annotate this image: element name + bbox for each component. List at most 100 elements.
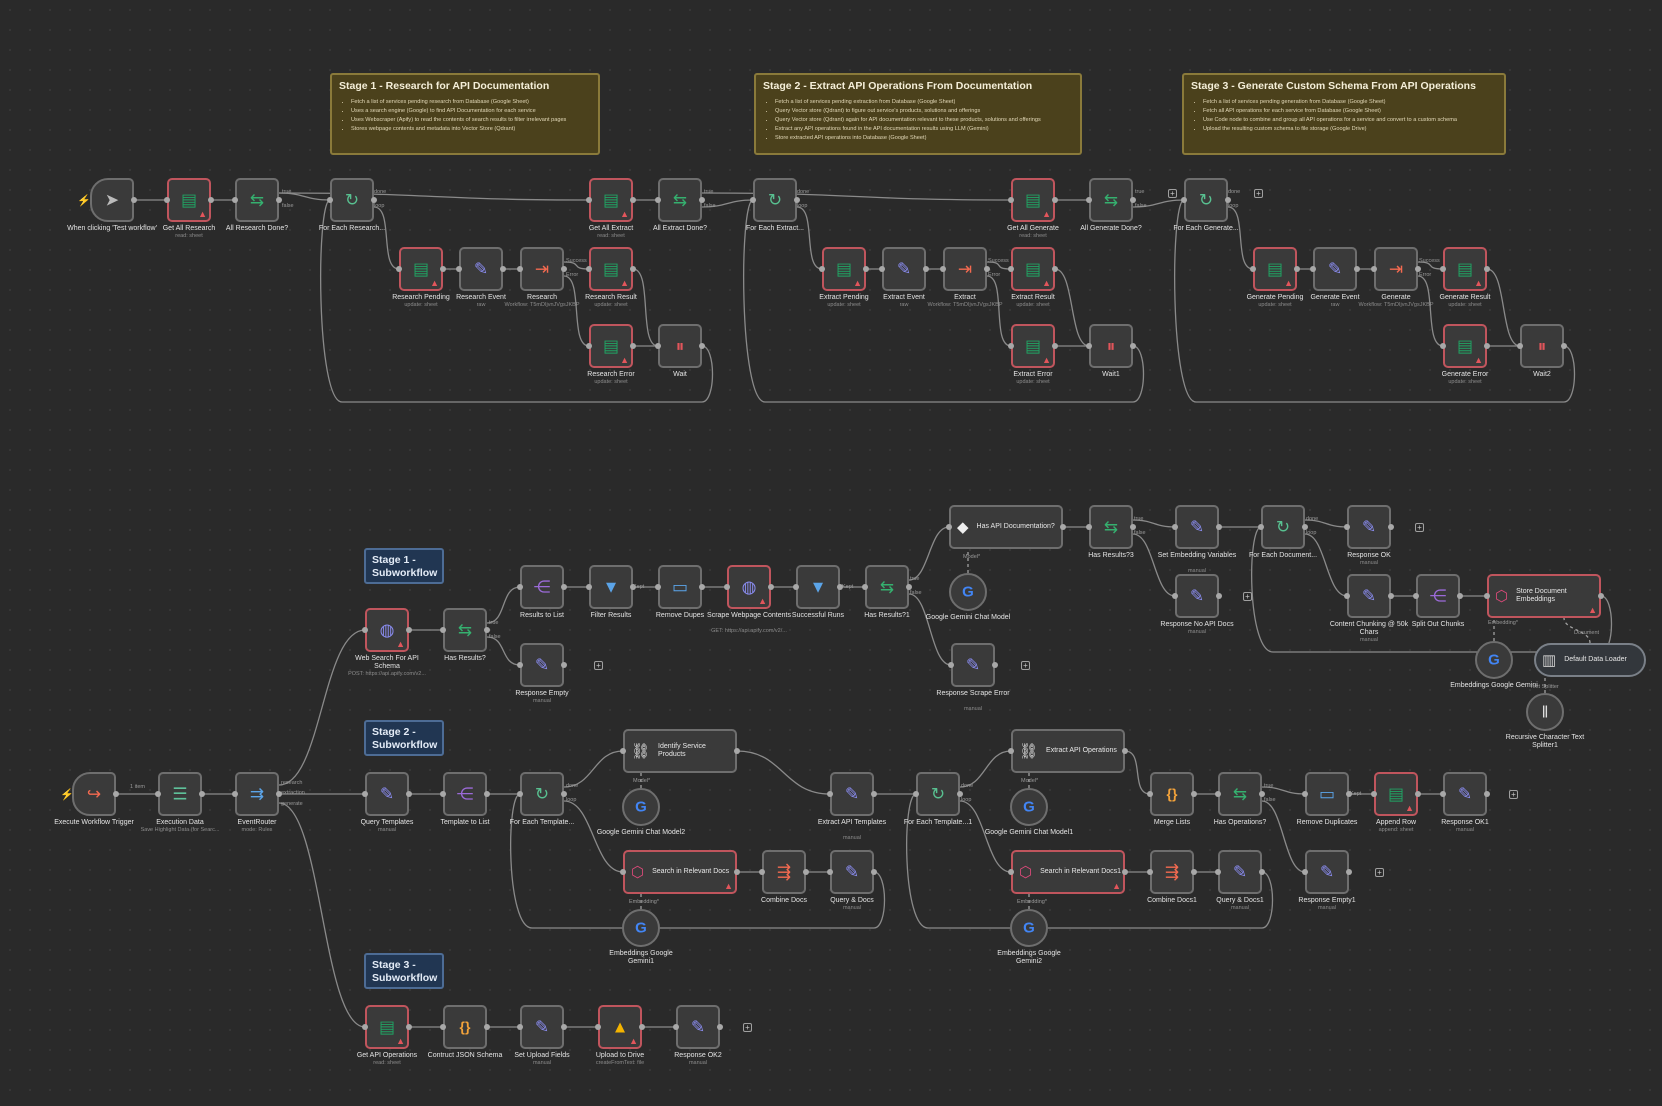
output-port[interactable] bbox=[484, 1024, 490, 1030]
input-port[interactable] bbox=[586, 343, 592, 349]
input-port[interactable] bbox=[750, 197, 756, 203]
node-google-gemini-chat-model2[interactable]: G bbox=[622, 788, 660, 826]
output-port[interactable] bbox=[1216, 524, 1222, 530]
output-port[interactable] bbox=[199, 791, 205, 797]
output-port[interactable] bbox=[371, 197, 377, 203]
node-generate-event[interactable]: ✎ bbox=[1313, 247, 1357, 291]
node-set-embedding-variables[interactable]: ✎ bbox=[1175, 505, 1219, 549]
node-all-research-done[interactable]: ⇆ bbox=[235, 178, 279, 222]
input-port[interactable] bbox=[1517, 343, 1523, 349]
node-response-ok1[interactable]: ✎ bbox=[1443, 772, 1487, 816]
output-port[interactable] bbox=[131, 197, 137, 203]
input-port[interactable] bbox=[440, 1024, 446, 1030]
input-port[interactable] bbox=[793, 584, 799, 590]
add-node-button[interactable]: + bbox=[1243, 592, 1252, 601]
node-filter-results[interactable]: ▼ bbox=[589, 565, 633, 609]
input-port[interactable] bbox=[1440, 791, 1446, 797]
output-port[interactable] bbox=[1122, 869, 1128, 875]
input-port[interactable] bbox=[1440, 266, 1446, 272]
output-port[interactable] bbox=[1294, 266, 1300, 272]
node-response-ok[interactable]: ✎ bbox=[1347, 505, 1391, 549]
node-has-operations[interactable]: ⇆ bbox=[1218, 772, 1262, 816]
output-port[interactable] bbox=[630, 266, 636, 272]
input-port[interactable] bbox=[1008, 197, 1014, 203]
node-scrape-webpage-contents[interactable]: ◍▲ bbox=[727, 565, 771, 609]
input-port[interactable] bbox=[456, 266, 462, 272]
output-port[interactable] bbox=[630, 343, 636, 349]
node-for-each-template[interactable]: ↻ bbox=[520, 772, 564, 816]
input-port[interactable] bbox=[862, 584, 868, 590]
stage-2-subworkflow-label[interactable]: Stage 2 - Subworkflow bbox=[364, 720, 444, 756]
node-for-each-research[interactable]: ↻ bbox=[330, 178, 374, 222]
output-port[interactable] bbox=[734, 869, 740, 875]
output-port[interactable] bbox=[276, 197, 282, 203]
output-port[interactable] bbox=[768, 584, 774, 590]
input-port[interactable] bbox=[1310, 266, 1316, 272]
output-port[interactable] bbox=[923, 266, 929, 272]
output-port[interactable] bbox=[1561, 343, 1567, 349]
input-port[interactable] bbox=[1008, 343, 1014, 349]
input-port[interactable] bbox=[440, 627, 446, 633]
node-all-extract-done[interactable]: ⇆ bbox=[658, 178, 702, 222]
output-port[interactable] bbox=[1060, 524, 1066, 530]
input-port[interactable] bbox=[940, 266, 946, 272]
input-port[interactable] bbox=[1147, 791, 1153, 797]
input-port[interactable] bbox=[586, 266, 592, 272]
output-port[interactable] bbox=[1259, 869, 1265, 875]
node-for-each-extract[interactable]: ↻ bbox=[753, 178, 797, 222]
node-default-data-loader[interactable]: ▥Default Data Loader bbox=[1534, 643, 1646, 677]
output-port[interactable] bbox=[1302, 524, 1308, 530]
output-port[interactable] bbox=[1130, 343, 1136, 349]
input-port[interactable] bbox=[1215, 791, 1221, 797]
node-response-empty[interactable]: ✎ bbox=[520, 643, 564, 687]
node-for-each-document[interactable]: ↻ bbox=[1261, 505, 1305, 549]
node-combine-docs1[interactable]: ⇶ bbox=[1150, 850, 1194, 894]
add-node-button[interactable]: + bbox=[1021, 661, 1030, 670]
node-upload-to-drive[interactable]: ▲▲ bbox=[598, 1005, 642, 1049]
output-port[interactable] bbox=[484, 791, 490, 797]
output-port[interactable] bbox=[1191, 791, 1197, 797]
node-wait[interactable]: ⏸ bbox=[658, 324, 702, 368]
output-port[interactable] bbox=[863, 266, 869, 272]
input-port[interactable] bbox=[1181, 197, 1187, 203]
stage-1-subworkflow-label[interactable]: Stage 1 - Subworkflow bbox=[364, 548, 444, 584]
node-embeddings-google-gemini[interactable]: G bbox=[1475, 641, 1513, 679]
output-port[interactable] bbox=[837, 584, 843, 590]
input-port[interactable] bbox=[327, 197, 333, 203]
node-google-gemini-chat-model1[interactable]: G bbox=[1010, 788, 1048, 826]
node-extract-event[interactable]: ✎ bbox=[882, 247, 926, 291]
input-port[interactable] bbox=[1371, 266, 1377, 272]
input-port[interactable] bbox=[673, 1024, 679, 1030]
output-port[interactable] bbox=[484, 627, 490, 633]
input-port[interactable] bbox=[724, 584, 730, 590]
output-port[interactable] bbox=[794, 197, 800, 203]
output-port[interactable] bbox=[1122, 748, 1128, 754]
add-node-button[interactable]: + bbox=[1168, 189, 1177, 198]
input-port[interactable] bbox=[655, 343, 661, 349]
node-has-api-documentation[interactable]: ◆Has API Documentation? bbox=[949, 505, 1063, 549]
output-port[interactable] bbox=[1484, 791, 1490, 797]
node-get-all-extract[interactable]: ▤▲ bbox=[589, 178, 633, 222]
node-remove-duplicates[interactable]: ▭ bbox=[1305, 772, 1349, 816]
node-research-error[interactable]: ▤▲ bbox=[589, 324, 633, 368]
output-port[interactable] bbox=[113, 791, 119, 797]
input-port[interactable] bbox=[440, 791, 446, 797]
output-port[interactable] bbox=[406, 791, 412, 797]
input-port[interactable] bbox=[620, 869, 626, 875]
node-has-results[interactable]: ⇆ bbox=[443, 608, 487, 652]
output-port[interactable] bbox=[500, 266, 506, 272]
node-extract[interactable]: ⇥ bbox=[943, 247, 987, 291]
input-port[interactable] bbox=[1008, 748, 1014, 754]
output-port[interactable] bbox=[699, 343, 705, 349]
input-port[interactable] bbox=[362, 1024, 368, 1030]
output-port[interactable] bbox=[440, 266, 446, 272]
output-port[interactable] bbox=[699, 197, 705, 203]
output-port[interactable] bbox=[1457, 593, 1463, 599]
input-port[interactable] bbox=[1302, 791, 1308, 797]
node-successful-runs[interactable]: ▼ bbox=[796, 565, 840, 609]
output-port[interactable] bbox=[1598, 593, 1604, 599]
input-port[interactable] bbox=[1413, 593, 1419, 599]
input-port[interactable] bbox=[232, 197, 238, 203]
node-eventrouter[interactable]: ⇉ bbox=[235, 772, 279, 816]
